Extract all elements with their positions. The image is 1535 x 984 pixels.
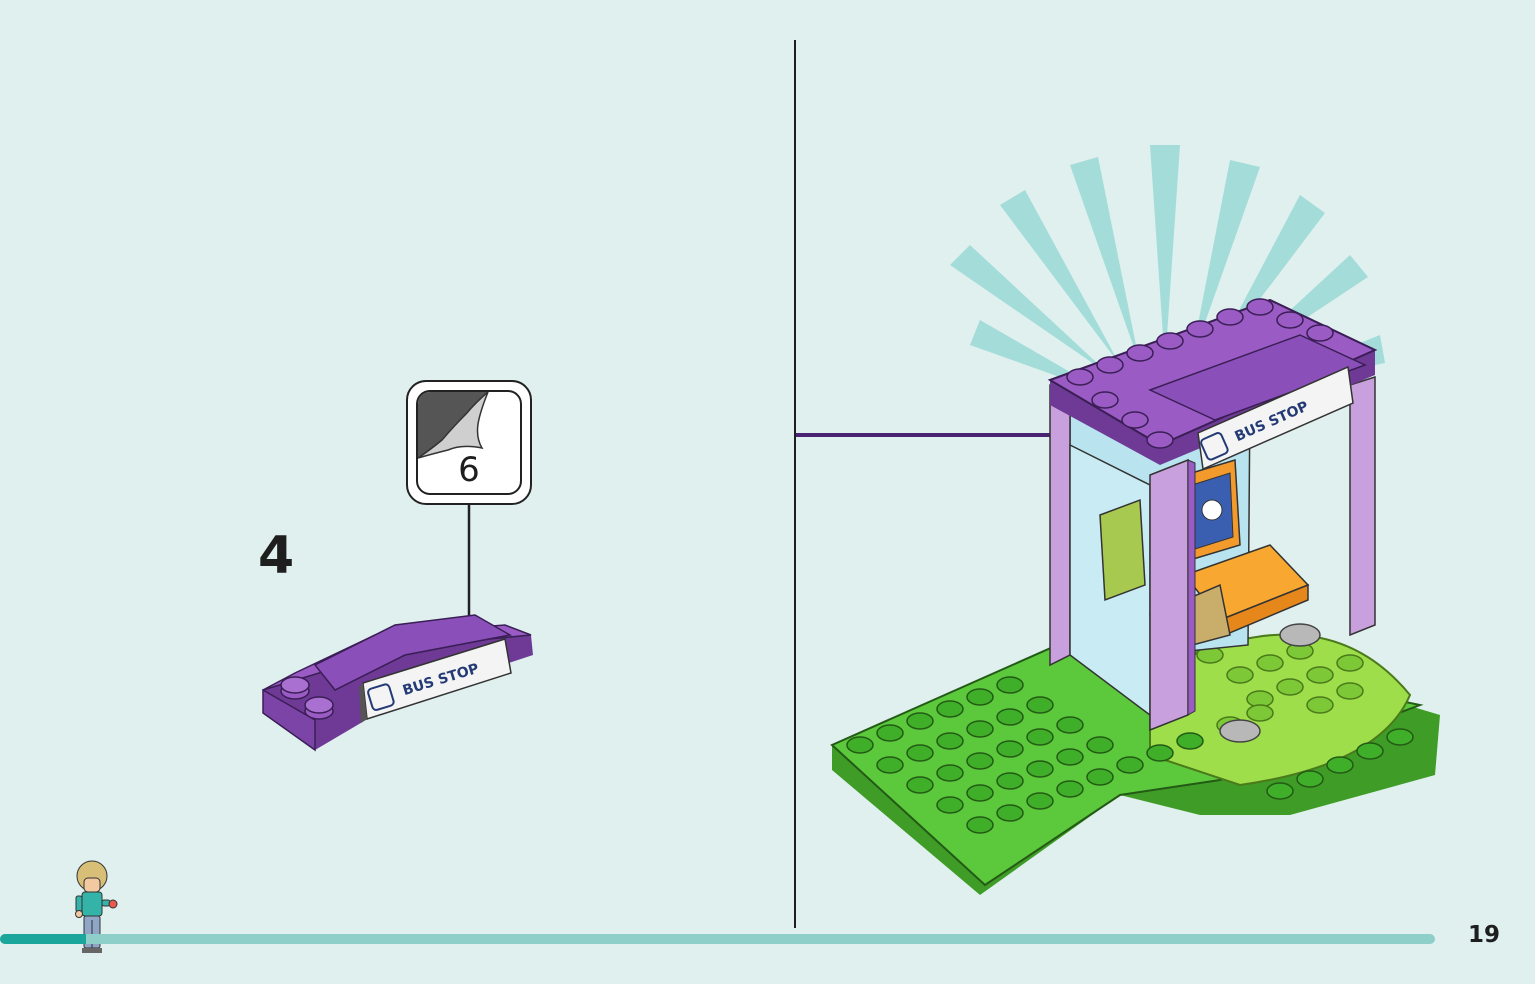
minifigure-icon [75,860,118,953]
sticker-peel-icon [418,392,489,459]
step-model-plate: BUS STOP [262,614,533,752]
sticker-callout-inner: 6 [416,390,522,495]
page-number: 19 [1468,922,1501,948]
panel-divider [794,40,796,928]
sticker-number: 6 [458,450,480,490]
sticker-callout: 6 [406,380,532,505]
step-number: 4 [258,526,295,586]
assembled-bus-stop: BUS STOP [830,145,1440,895]
progress-track [0,934,1435,944]
progress-fill [0,934,86,944]
